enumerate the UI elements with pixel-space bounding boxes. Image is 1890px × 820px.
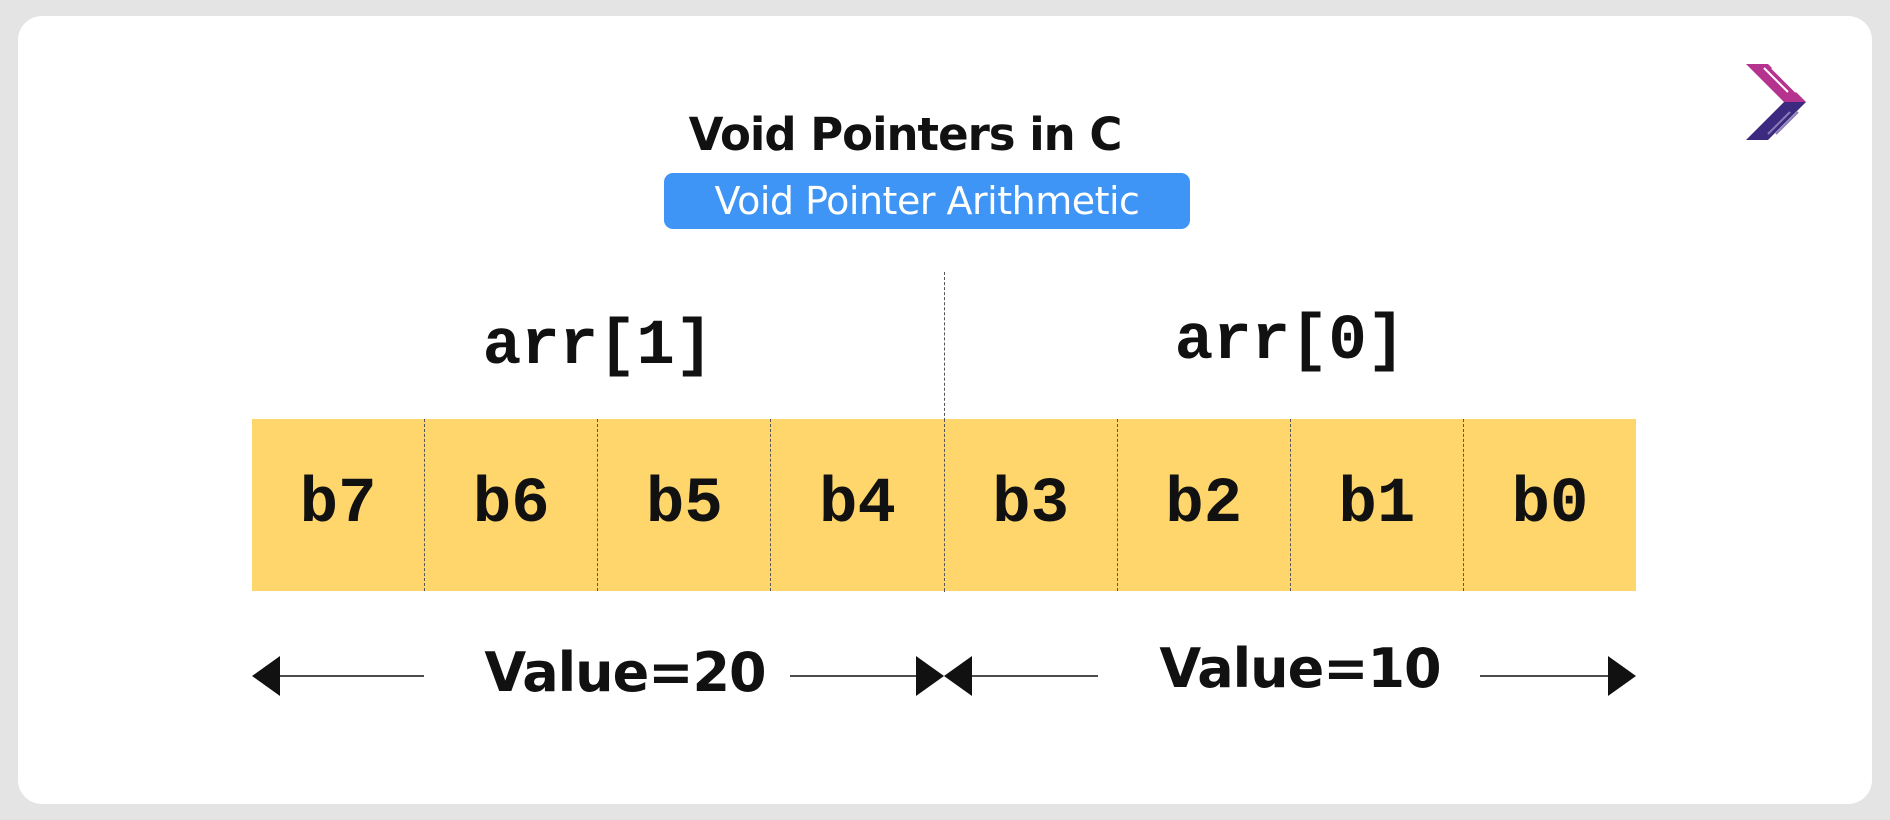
diagram-card — [18, 16, 1872, 804]
byte-cell-b2: b2 — [1118, 419, 1291, 591]
value-20-arrow — [252, 656, 944, 696]
byte-row: b7 b6 b5 b4 b3 b2 b1 b0 — [252, 419, 1636, 591]
byte-cell-b5: b5 — [598, 419, 772, 591]
value-10-arrow — [944, 656, 1636, 696]
arr-1-label: arr[1] — [482, 311, 714, 383]
byte-cell-b1: b1 — [1291, 419, 1464, 591]
diagram-title: Void Pointers in C — [688, 108, 1123, 161]
byte-cell-b7: b7 — [252, 419, 426, 591]
byte-cell-b6: b6 — [425, 419, 599, 591]
byte-cell-b0: b0 — [1511, 469, 1589, 541]
subtitle-badge: Void Pointer Arithmetic — [664, 173, 1190, 229]
byte-cell-b4: b4 — [771, 419, 945, 591]
brand-logo-icon — [1746, 64, 1806, 140]
arr-0-label: arr[0] — [1174, 306, 1406, 378]
value-20-label: Value=20 — [484, 641, 766, 704]
byte-cell-b3: b3 — [945, 419, 1118, 591]
value-10-label: Value=10 — [1159, 637, 1441, 700]
